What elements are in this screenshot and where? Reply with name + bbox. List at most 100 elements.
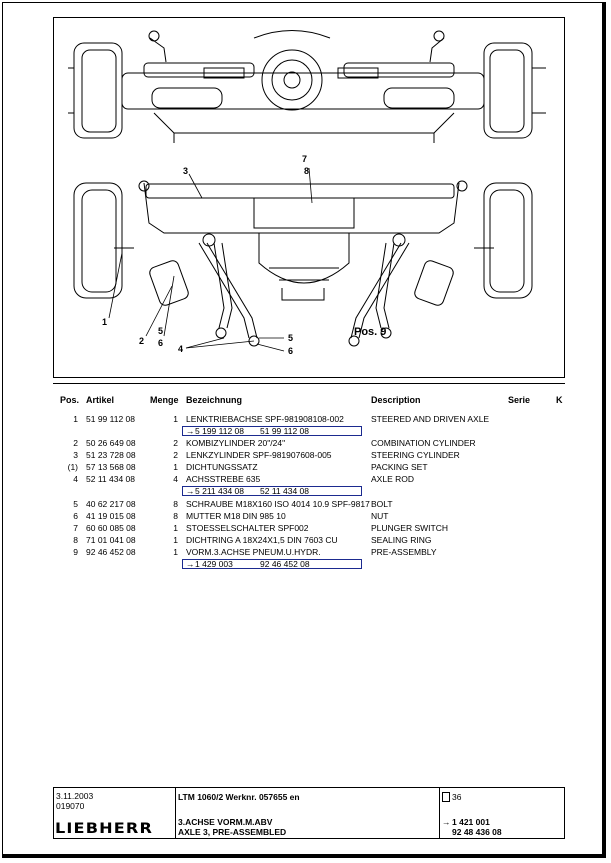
col-header-qty: Menge <box>150 395 179 405</box>
arrow-icon: → <box>186 486 195 496</box>
axle-drawing-svg: 1 2 3 4 5 6 5 6 7 8 <box>68 30 546 356</box>
cell-designation: KOMBIZYLINDER 20"/24" <box>186 438 286 448</box>
date: 3.11.2003 <box>56 791 94 801</box>
cell-description: AXLE ROD <box>371 474 414 484</box>
cell-description: BOLT <box>371 499 393 509</box>
footer-ref-b: 92 48 436 08 <box>452 827 502 837</box>
cell-qty: 1 <box>173 547 178 557</box>
assembly-title-en: AXLE 3, PRE-ASSEMBLED <box>178 827 287 837</box>
cell-article: 92 46 452 08 <box>86 547 136 557</box>
cell-qty: 1 <box>173 523 178 533</box>
callout-1: 1 <box>102 317 107 327</box>
cell-description: PLUNGER SWITCH <box>371 523 448 533</box>
cell-article: 51 23 728 08 <box>86 450 136 460</box>
cell-article: 60 60 085 08 <box>86 523 136 533</box>
col-header-article: Artikel <box>86 395 115 405</box>
cell-qty: 1 <box>173 535 178 545</box>
cell-designation: MUTTER M18 DIN 985 10 <box>186 511 286 521</box>
table-row: 2 50 26 649 08 2 KOMBIZYLINDER 20"/24" C… <box>0 438 611 450</box>
reference-new: 51 99 112 08 <box>260 426 309 436</box>
cell-pos: 9 <box>73 547 78 557</box>
callout-8: 8 <box>304 166 309 176</box>
cell-pos: 1 <box>73 414 78 424</box>
col-header-pos: Pos. <box>60 395 80 405</box>
cell-designation: ACHSSTREBE 635 <box>186 474 261 484</box>
position-label: Pos. 9 <box>354 326 387 338</box>
liebherr-logo: LIEBHERR <box>55 821 154 837</box>
axle-top-view <box>68 30 546 143</box>
cell-article: 71 01 041 08 <box>86 535 136 545</box>
cell-pos: 8 <box>73 535 78 545</box>
cell-pos: 6 <box>73 511 78 521</box>
cell-description: COMBINATION CYLINDER <box>371 438 476 448</box>
col-header-series: Serie <box>508 395 531 405</box>
cell-description: SEALING RING <box>371 535 432 545</box>
table-row: 8 71 01 041 08 1 DICHTRING A 18X24X1,5 D… <box>0 535 611 547</box>
callout-numbers: 1 2 3 4 5 6 5 6 7 8 <box>102 154 309 356</box>
table-row: 7 60 60 085 08 1 STOESSELSCHALTER SPF002… <box>0 523 611 535</box>
cell-pos: 3 <box>73 450 78 460</box>
cell-designation: LENKZYLINDER SPF-981907608-005 <box>186 450 332 460</box>
reference-old: 5 211 434 08 <box>195 486 244 496</box>
axle-front-view <box>73 180 533 347</box>
cell-qty: 1 <box>173 414 178 424</box>
reference-box: → 5 199 112 08 51 99 112 08 <box>182 426 362 436</box>
cell-designation: SCHRAUBE M18X160 ISO 4014 10.9 SPF-9817 <box>186 499 370 509</box>
cell-description: STEERED AND DRIVEN AXLE <box>371 414 490 424</box>
reference-old: 1 429 003 <box>195 559 233 569</box>
arrow-icon: → <box>186 426 195 436</box>
cell-pos: 2 <box>73 438 78 448</box>
cell-article: 57 13 568 08 <box>86 462 136 472</box>
cell-description: PACKING SET <box>371 462 428 472</box>
divider <box>175 788 176 838</box>
cell-article: 52 11 434 08 <box>86 474 135 484</box>
table-row: 9 92 46 452 08 1 VORM.3.ACHSE PNEUM.U.HY… <box>0 547 611 559</box>
reference-box: → 5 211 434 08 52 11 434 08 <box>182 486 362 496</box>
table-row: 5 40 62 217 08 8 SCHRAUBE M18X160 ISO 40… <box>0 499 611 511</box>
cell-description: NUT <box>371 511 389 521</box>
callout-6-left: 6 <box>158 338 163 348</box>
cell-designation: DICHTUNGSSATZ <box>186 462 258 472</box>
cell-designation: DICHTRING A 18X24X1,5 DIN 7603 CU <box>186 535 338 545</box>
cell-qty: 1 <box>173 462 178 472</box>
cell-description: STEERING CYLINDER <box>371 450 460 460</box>
callout-6-right: 6 <box>288 346 293 356</box>
cell-article: 41 19 015 08 <box>86 511 136 521</box>
table-row: 3 51 23 728 08 2 LENKZYLINDER SPF-981907… <box>0 450 611 462</box>
cell-designation: STOESSELSCHALTER SPF002 <box>186 523 309 533</box>
table-row: (1) 57 13 568 08 1 DICHTUNGSSATZ PACKING… <box>0 462 611 474</box>
col-header-description: Description <box>371 395 421 405</box>
cell-article: 50 26 649 08 <box>86 438 136 448</box>
callout-5-left: 5 <box>158 326 163 336</box>
arrow-icon: → <box>186 559 195 569</box>
reference-new: 92 46 452 08 <box>260 559 310 569</box>
page-icon <box>442 792 450 802</box>
cell-article: 51 99 112 08 <box>86 414 135 424</box>
cell-qty: 8 <box>173 511 178 521</box>
reference-new: 52 11 434 08 <box>260 486 309 496</box>
table-row: 6 41 19 015 08 8 MUTTER M18 DIN 985 10 N… <box>0 511 611 523</box>
cell-designation: VORM.3.ACHSE PNEUM.U.HYDR. <box>186 547 321 557</box>
callout-7: 7 <box>302 154 307 164</box>
reference-old: 5 199 112 08 <box>195 426 244 436</box>
reference-box: → 1 429 003 92 46 452 08 <box>182 559 362 569</box>
table-row: 4 52 11 434 08 4 ACHSSTREBE 635 AXLE ROD <box>0 474 611 486</box>
title-block: 3.11.2003 019070 LIEBHERR LTM 1060/2 Wer… <box>53 787 565 839</box>
callout-2: 2 <box>139 336 144 346</box>
cell-description: PRE-ASSEMBLY <box>371 547 437 557</box>
assembly-title-de: 3.ACHSE VORM.M.ABV <box>178 817 273 827</box>
cell-qty: 2 <box>173 450 178 460</box>
page-number: 36 <box>452 792 462 802</box>
arrow-icon: → <box>442 817 451 827</box>
col-header-designation: Bezeichnung <box>186 395 243 405</box>
table-row: 1 51 99 112 08 1 LENKTRIEBACHSE SPF-9819… <box>0 414 611 426</box>
footer-ref-a: 1 421 001 <box>452 817 490 827</box>
doc-code: 019070 <box>56 801 85 811</box>
callout-leaders <box>108 167 313 352</box>
col-header-k: K <box>556 395 563 405</box>
callout-4: 4 <box>178 344 183 354</box>
cell-designation: LENKTRIEBACHSE SPF-981908108-002 <box>186 414 344 424</box>
cell-qty: 8 <box>173 499 178 509</box>
divider <box>439 788 440 838</box>
cell-qty: 2 <box>173 438 178 448</box>
